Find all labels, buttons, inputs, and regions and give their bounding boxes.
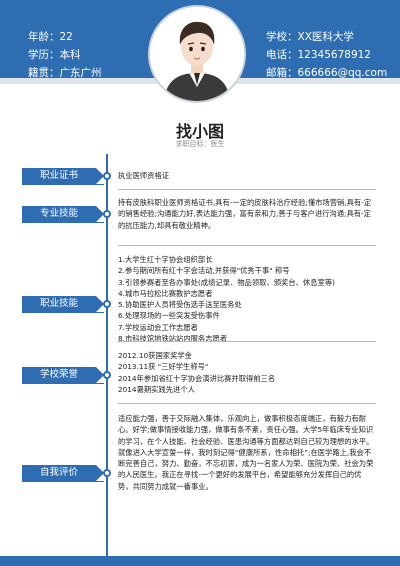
list-item: 8.市科技馆地铁站站内服务志愿者 [118, 334, 228, 344]
section-tag-experience: 职业技能 [22, 296, 104, 312]
section-separator [118, 403, 376, 404]
list-item: 2012.10获国家奖学金 [118, 351, 192, 360]
job-objective: 求职目标：医生 [175, 140, 225, 148]
candidate-name: 找小图 [175, 122, 224, 141]
timeline-dot-self-evaluation [103, 469, 111, 477]
skills-tag-underline [22, 222, 104, 223]
section-separator [118, 341, 376, 342]
age-row: 年龄：22 [28, 31, 73, 43]
self-tag-underline [22, 481, 104, 482]
list-item: 1.大学生红十字协会组织部长 [118, 255, 213, 264]
self-evaluation-content: 适应能力强，善于交际融入集体，乐观向上，做事积极态度端正，有毅力有耐心。好学;做… [118, 414, 374, 491]
timeline-dot-skills [103, 210, 111, 218]
section-separator [118, 245, 376, 246]
school-row: 学校：XX医科大学 [266, 31, 354, 43]
avatar-portrait-icon [150, 7, 244, 101]
list-item: 6.处理现场的一些突发受伤事件 [118, 311, 220, 321]
cert-content: 执业医师资格证 [118, 171, 170, 180]
list-item: 4.城市马拉松比赛教护志愿者 [118, 288, 213, 298]
timeline-dot-honors [103, 371, 111, 379]
list-item: 2014暑期实践先进个人 [118, 384, 195, 394]
section-separator [118, 189, 376, 190]
timeline-dot-certificates [103, 172, 111, 180]
section-tag-honors: 学校荣誉 [22, 367, 104, 383]
list-item: 3.引领参赛者至各办事处(成绩记录、物品领取、颁奖台、休息室等) [118, 277, 335, 287]
skills-content: 持有皮肤科职业医师资格证书,具有-一定的皮肤科治疗经验;懂市场营销,具有-定的销… [118, 198, 372, 230]
honors-list: 2012.10获国家奖学金 2013.11获 "三好学生称号" 2014年参加省… [118, 350, 376, 395]
list-item: 2.参与期间所有红十字会活动,并获得"优秀干事" 称号 [118, 266, 290, 276]
section-tag-skills: 专业技能 [22, 206, 104, 222]
list-item: 7.学校运动会工作志愿者 [118, 322, 198, 332]
phone-row: 电话：12345678912 [266, 49, 371, 61]
cert-tag-underline [22, 184, 104, 185]
personal-info-left: 年龄：22 学历：本科 籍贯：广东广州 [28, 28, 102, 82]
timeline-dot-experience [103, 300, 111, 308]
experience-list: 1.大学生红十字协会组织部长 2.参与期间所有红十字会活动,并获得"优秀干事" … [118, 254, 376, 344]
section-tag-certificates: 职业证书 [22, 168, 104, 184]
footer-bar [0, 556, 400, 566]
honors-tag-underline [22, 383, 104, 384]
list-item: 2013.11获 "三好学生称号" [118, 362, 209, 372]
education-row: 学历：本科 [28, 49, 81, 61]
personal-info-right: 学校：XX医科大学 电话：12345678912 邮箱：666666@qq.co… [266, 28, 387, 82]
section-tag-self-evaluation: 自我评价 [22, 465, 104, 481]
list-item: 5.协助医护人员将受伤选手送至医务处 [118, 300, 242, 310]
list-item: 2014年参加省红十字协会演讲比赛并取得前三名 [118, 373, 276, 383]
timeline-line [106, 154, 108, 564]
experience-tag-underline [22, 312, 104, 313]
hometown-row: 籍贯：广东广州 [28, 67, 102, 79]
avatar [148, 5, 246, 103]
email-row: 邮箱：666666@qq.com [266, 67, 388, 79]
